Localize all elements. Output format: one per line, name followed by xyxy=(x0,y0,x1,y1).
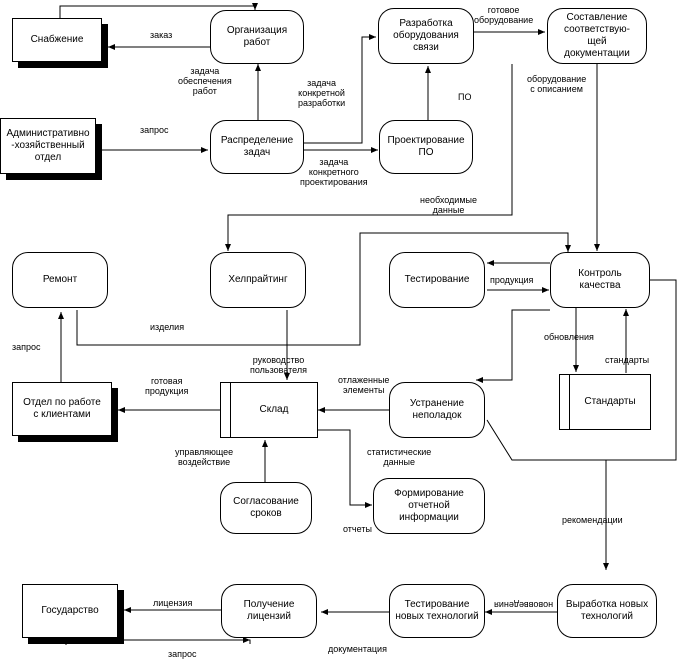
arrow-dist-to-equipment xyxy=(304,34,376,144)
node-org-work[interactable]: Организация работ xyxy=(210,10,304,64)
node-helpwriting[interactable]: Хелпрайтинг xyxy=(210,252,306,308)
arrow-supply-to-org-top xyxy=(59,3,258,19)
node-sw-design[interactable]: Проектирование ПО xyxy=(379,120,473,174)
arrow-quality-to-newtech xyxy=(486,279,677,461)
node-client-dept[interactable]: Отдел по работе с клиентами xyxy=(12,382,112,436)
arrow-loop-to-quality xyxy=(359,232,571,326)
label-finished-equipment: готовое оборудование xyxy=(474,5,534,25)
label-documentation: документация xyxy=(328,644,387,654)
node-licenses[interactable]: Получение лицензий xyxy=(221,584,317,638)
node-warehouse[interactable]: Склад xyxy=(220,382,318,438)
label-request-admin: запрос xyxy=(140,125,169,135)
arrow-state-to-licenses xyxy=(65,639,251,645)
node-docs[interactable]: Составление соответствую- щей документац… xyxy=(547,8,647,64)
node-fix[interactable]: Устранение неполадок xyxy=(389,382,485,438)
label-po: ПО xyxy=(458,92,472,102)
node-admin[interactable]: Административно -хозяйственный отдел xyxy=(0,118,96,174)
label-stat-data: статистические данные xyxy=(367,447,432,467)
label-reports: отчеты xyxy=(343,524,372,534)
label-equipment-desc: оборудование с описанием xyxy=(527,74,587,94)
label-standards-flow: стандарты xyxy=(605,355,650,365)
label-recommendations: рекомендации xyxy=(562,515,623,525)
node-new-tech-test[interactable]: Тестирование новых технологий xyxy=(389,584,485,638)
node-distribution[interactable]: Распределение задач xyxy=(210,120,304,174)
label-needed-data: необходимые данные xyxy=(420,195,477,215)
label-products: продукция xyxy=(490,275,534,285)
label-innovation: нововведения xyxy=(494,600,554,610)
label-finished-products: готовая продукция xyxy=(145,376,189,396)
label-license: лицензия xyxy=(153,598,193,608)
label-dev-task: задача конкретной разработки xyxy=(298,78,346,108)
label-user-guide: руководство пользователя xyxy=(250,355,307,375)
arrow-warehouse-to-reporting xyxy=(318,429,372,508)
label-request-state: запрос xyxy=(168,649,197,659)
label-supply-task: задача обеспечения работ xyxy=(178,66,232,96)
node-equipment-dev[interactable]: Разработка оборудования связи xyxy=(378,8,474,64)
label-design-task: задача конкретного проектирования xyxy=(300,157,368,187)
arrow-docs-to-helpwriting xyxy=(225,64,513,251)
node-reporting[interactable]: Формирование отчетной информации xyxy=(373,478,485,534)
node-testing[interactable]: Тестирование xyxy=(389,252,485,308)
node-deadlines[interactable]: Согласование сроков xyxy=(220,482,312,534)
label-fixed-elements: отлаженные элементы xyxy=(338,375,390,395)
node-repair[interactable]: Ремонт xyxy=(12,252,108,308)
node-state[interactable]: Государство xyxy=(22,584,118,638)
label-updates: обновления xyxy=(544,332,594,342)
arrow-quality-to-fix xyxy=(476,309,550,383)
node-new-tech-dev[interactable]: Выработка новых технологий xyxy=(557,584,657,638)
label-control-action: управляющее воздействие xyxy=(175,447,234,467)
label-request-repair: запрос xyxy=(12,342,41,352)
node-quality[interactable]: Контроль качества xyxy=(550,252,650,308)
node-standards[interactable]: Стандарты xyxy=(559,374,651,430)
label-items: изделия xyxy=(150,322,185,332)
arrow-items-loop xyxy=(76,310,361,346)
node-supply[interactable]: Снабжение xyxy=(12,18,102,62)
label-order: заказ xyxy=(150,30,173,40)
